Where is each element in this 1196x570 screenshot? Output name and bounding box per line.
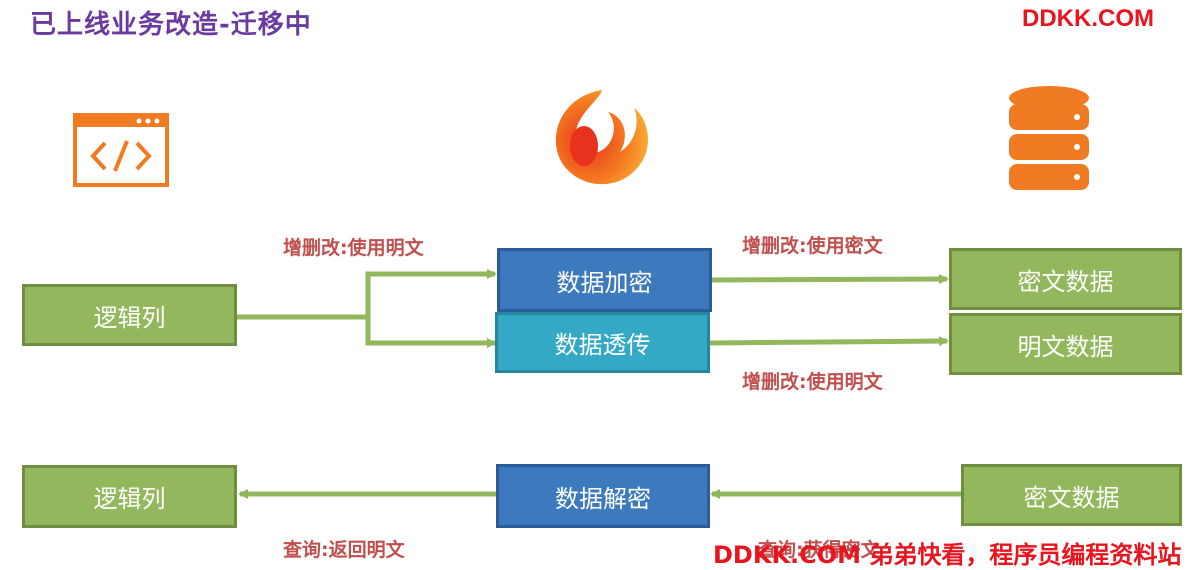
database-icon — [1009, 86, 1089, 190]
plain-data-box: 明文数据 — [949, 313, 1182, 375]
data-decrypt-box: 数据解密 — [496, 464, 710, 528]
label-crud-plain-right: 增删改:使用明文 — [742, 371, 883, 393]
cipher-data-box-top: 密文数据 — [949, 248, 1182, 310]
flame-logo-icon — [555, 90, 648, 185]
label-crud-cipher-right: 增删改:使用密文 — [742, 235, 883, 257]
arrow-to-plain — [709, 336, 949, 347]
arrow-to-encrypt — [365, 269, 497, 317]
code-window-icon — [73, 113, 169, 187]
cipher-data-box-bottom: 密文数据 — [961, 464, 1182, 526]
logic-column-box-bottom: 逻辑列 — [22, 465, 237, 528]
brand-text: DDKK.COM — [1022, 5, 1154, 32]
label-crud-plain-left: 增删改:使用明文 — [283, 237, 424, 259]
arrow-to-cipher-top — [711, 274, 949, 285]
logic-column-box-top: 逻辑列 — [22, 284, 237, 346]
label-query-return-plain: 查询:返回明文 — [283, 539, 405, 561]
data-encrypt-box: 数据加密 — [497, 248, 712, 312]
page-title: 已上线业务改造-迁移中 — [30, 10, 312, 40]
footer-watermark: DDKK.COM 弟弟快看，程序员编程资料站 — [713, 541, 1182, 569]
data-passthrough-box: 数据透传 — [495, 312, 710, 373]
label-query-get-cipher: 查询:获得密文 — [758, 539, 880, 561]
arrow-to-passthrough — [365, 317, 497, 348]
